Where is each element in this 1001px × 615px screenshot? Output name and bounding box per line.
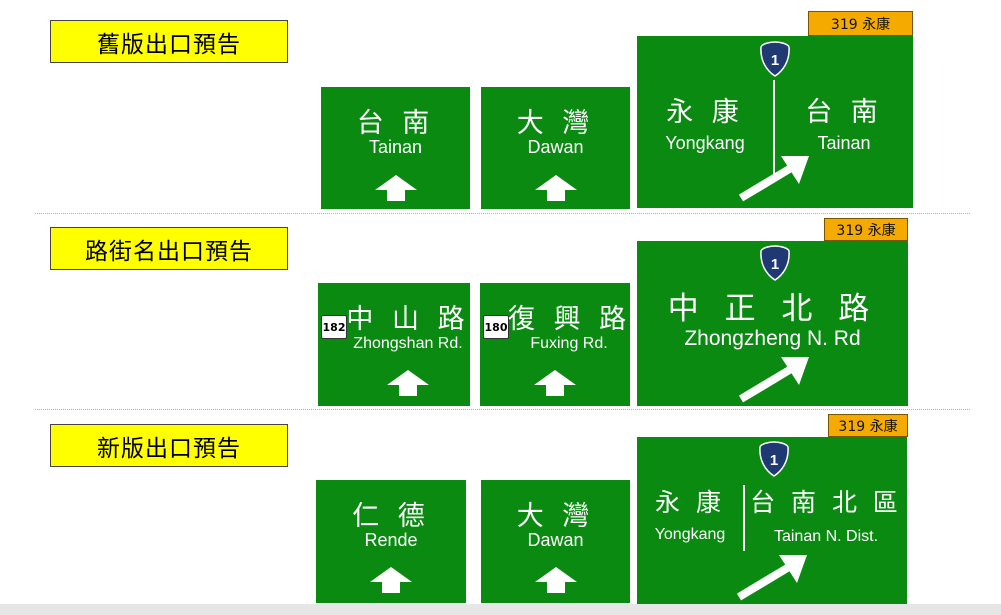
straight-arrow-icon (374, 175, 417, 201)
section-label: 舊版出口預告 (50, 20, 288, 63)
bottom-strip (0, 604, 1001, 615)
sign-chinese-name: 中 山 路 (346, 304, 470, 335)
straight-arrow-icon (534, 175, 577, 201)
diagonal-exit-arrow-icon (738, 156, 809, 202)
guide-sign-fuxing: 180 復 興 路 Fuxing Rd. (480, 283, 630, 406)
guide-sign-dawan: 大 灣 Dawan (481, 87, 630, 209)
exit-left-chinese: 永 康 (666, 97, 744, 128)
section-label: 新版出口預告 (50, 424, 288, 467)
sign-divider-line (773, 80, 775, 182)
guide-sign-tainan: 台 南 Tainan (321, 87, 470, 209)
svg-text:1: 1 (771, 52, 779, 69)
sign-chinese-name: 大 灣 (516, 501, 595, 532)
straight-arrow-icon (387, 370, 429, 396)
exit-right-english: Tainan (817, 133, 871, 153)
exit-right-chinese: 台 南 (805, 97, 883, 128)
svg-text:1: 1 (770, 452, 778, 469)
sign-chinese-name: 仁 德 (352, 501, 430, 532)
route-319-badge: 319 永康 (808, 11, 913, 36)
road-number-tab: 182 (321, 315, 347, 339)
road-number-tab: 180 (483, 315, 509, 339)
sign-english-name: Fuxing Rd. (530, 335, 608, 352)
sign-divider-line (743, 485, 745, 551)
national-freeway-shield-icon: 1 (760, 41, 790, 77)
exit-sign: 中 正 北 路 Zhongzheng N. Rd (637, 241, 908, 406)
straight-arrow-icon (534, 567, 577, 593)
section-label: 路街名出口預告 (50, 227, 288, 270)
exit-chinese-name: 中 正 北 路 (667, 291, 878, 327)
sign-english-name: Tainan (368, 137, 423, 157)
exit-left-english: Yongkang (654, 526, 726, 543)
exit-sign: 永 康 Yongkang 台 南 北 區 Tainan N. Dist. (637, 437, 907, 604)
guide-sign-rende: 仁 德 Rende (316, 480, 466, 603)
sign-english-name: Dawan (527, 530, 584, 550)
straight-arrow-icon (370, 567, 412, 593)
exit-english-name: Zhongzheng N. Rd (684, 327, 861, 350)
exit-left-chinese: 永 康 (655, 488, 725, 517)
exit-right-english: Tainan N. Dist. (773, 528, 879, 545)
svg-text:1: 1 (771, 256, 779, 273)
guide-sign-dawan: 大 灣 Dawan (481, 480, 630, 603)
sign-english-name: Zhongshan Rd. (353, 335, 463, 352)
exit-left-english: Yongkang (665, 133, 745, 153)
exit-right-chinese: 台 南 北 區 (750, 488, 902, 517)
section-divider (35, 213, 970, 214)
sign-english-name: Rende (364, 530, 418, 550)
national-freeway-shield-icon: 1 (759, 441, 789, 477)
sign-chinese-name: 大 灣 (516, 108, 595, 139)
sign-chinese-name: 復 興 路 (508, 304, 630, 335)
sign-english-name: Dawan (527, 137, 584, 157)
straight-arrow-icon (534, 370, 576, 396)
route-319-badge: 319 永康 (824, 218, 908, 241)
sign-chinese-name: 台 南 (356, 108, 435, 139)
guide-sign-zhongshan: 182 中 山 路 Zhongshan Rd. (318, 283, 470, 406)
diagonal-exit-arrow-icon (738, 357, 809, 403)
section-divider (35, 409, 970, 410)
national-freeway-shield-icon: 1 (760, 245, 790, 281)
route-319-badge: 319 永康 (828, 414, 908, 437)
diagonal-exit-arrow-icon (736, 555, 807, 601)
